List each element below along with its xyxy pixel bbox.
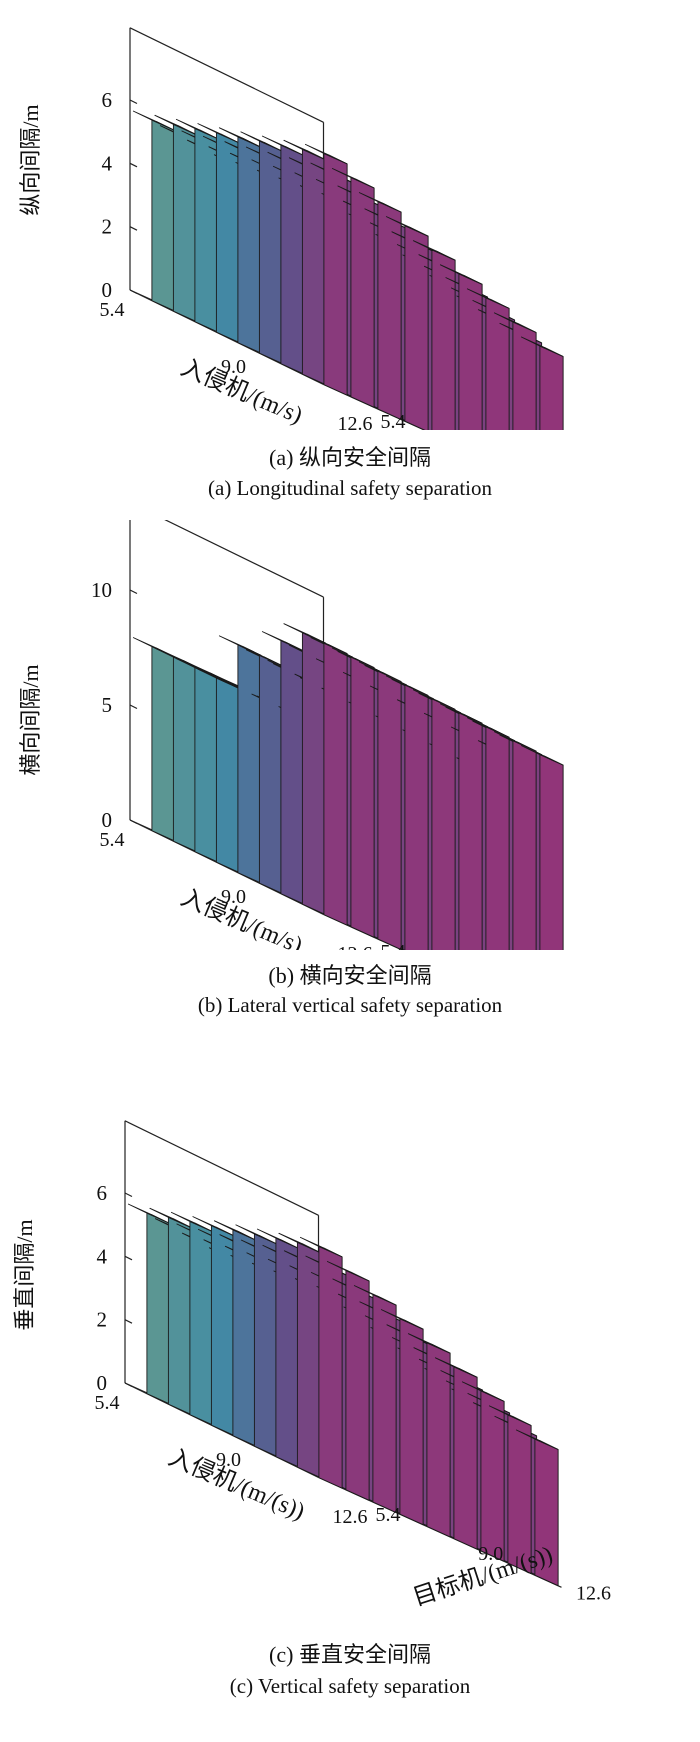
bar-8-3 (385, 675, 429, 950)
bar-8-7 (493, 731, 537, 950)
target-tick-label: 5.4 (381, 941, 406, 950)
target-tick-label: 5.4 (381, 411, 406, 430)
bar-8-3 (385, 216, 429, 430)
bar3d-chart-longitudinal: 0246纵向间隔/m5.49.012.6入侵机/(m/s)5.49.012.6目… (18, 27, 564, 430)
target-tick-label: 12.6 (576, 1582, 611, 1604)
bar-4-0 (213, 1220, 257, 1447)
bar-0-0 (132, 110, 176, 312)
bar-6-0 (261, 631, 305, 905)
bar-8-0 (299, 1236, 343, 1489)
bar-8-6 (461, 1381, 505, 1562)
z-axis-label: 纵向间隔/m (18, 104, 43, 215)
bar-2-0 (170, 1211, 214, 1426)
z-tick-label: 2 (97, 1308, 108, 1332)
bar-8-5 (439, 703, 483, 950)
bar-1-0 (149, 1207, 193, 1416)
bar-8-4 (407, 1333, 451, 1538)
target-tick-label: 5.4 (376, 1504, 401, 1526)
bar-5-0 (240, 645, 284, 895)
bars (132, 623, 564, 950)
z-tick-label: 4 (102, 151, 113, 175)
bar-3-0 (192, 1216, 236, 1437)
bar-3-0 (197, 668, 241, 874)
bar-8-0 (304, 633, 348, 926)
z-axis: 0 5 10 (91, 578, 138, 832)
bar-8-1 (331, 647, 375, 938)
z-axis: 0 2 4 6 (97, 1181, 133, 1395)
intruder-tick-label: 9.0 (216, 1449, 241, 1471)
intruder-tick-label: 12.6 (338, 943, 373, 950)
bar-0-0 (127, 1203, 171, 1405)
z-tick-label: 4 (97, 1244, 108, 1268)
z-tick-label: 10 (91, 578, 112, 602)
chart-panel-b: 0510横向间隔/m5.49.012.6入侵机/(m/s)5.49.012.6目… (0, 520, 700, 950)
bar-8-7 (488, 1405, 532, 1574)
z-tick-label: 6 (102, 88, 113, 112)
bar-6-0 (256, 1228, 300, 1468)
intruder-tick-label: 5.4 (100, 829, 125, 851)
bar-7-0 (283, 139, 327, 386)
z-tick-label: 6 (97, 1181, 108, 1205)
z-axis-label: 垂直间隔/m (12, 1219, 37, 1330)
bar-8-7 (493, 312, 537, 430)
bar-8-6 (466, 288, 510, 430)
bar-8-3 (380, 1309, 424, 1526)
z-axis-label: 横向间隔/m (18, 664, 43, 775)
bar-8-8 (520, 336, 564, 430)
bar-8-2 (358, 192, 402, 420)
bar-8-0 (304, 143, 348, 396)
bar-8-1 (331, 168, 375, 408)
bars (127, 1203, 559, 1587)
intruder-tick-label: 5.4 (100, 299, 125, 321)
caption-zh-b: (b) 横向安全间隔 (268, 963, 432, 988)
bar-8-8 (520, 745, 564, 950)
z-axis: 0 2 4 6 (102, 88, 138, 302)
bar-5-0 (240, 131, 284, 365)
bar-7-0 (283, 623, 327, 916)
z-tick-label: 0 (97, 1371, 108, 1395)
bar-8-8 (515, 1429, 559, 1587)
z-tick-label: 2 (102, 215, 113, 239)
bar-1-0 (154, 114, 198, 323)
bar-8-2 (353, 1285, 397, 1513)
intruder-tick-label: 9.0 (221, 356, 246, 378)
bar-8-2 (358, 661, 402, 950)
bar-8-1 (326, 1261, 370, 1501)
z-tick-label: 0 (102, 808, 113, 832)
intruder-tick-label: 12.6 (338, 413, 373, 430)
bar-7-0 (278, 1232, 322, 1479)
z-tick-label: 5 (102, 693, 113, 717)
bar3d-chart-vertical: 0246垂直间隔/m5.49.012.6入侵机/(m/(s))5.49.012.… (12, 1120, 611, 1611)
target-tick-label: 9.0 (478, 1543, 503, 1565)
caption-zh-c: (c) 垂直安全间隔 (269, 1642, 431, 1667)
intruder-tick-label: 9.0 (221, 886, 246, 908)
bar-3-0 (197, 123, 241, 344)
bar-0-0 (132, 637, 176, 842)
caption-zh-a: (a) 纵向安全间隔 (269, 445, 431, 470)
bar-8-5 (439, 264, 483, 430)
z-tick-label: 0 (102, 278, 113, 302)
bar-8-4 (412, 240, 456, 430)
intruder-tick-label: 12.6 (333, 1506, 368, 1528)
caption-en-c: (c) Vertical safety separation (229, 1674, 471, 1698)
bars (132, 110, 564, 430)
bar-2-0 (175, 118, 219, 333)
caption-en-a: (a) Longitudinal safety separation (208, 476, 492, 500)
chart-panel-a: 0246纵向间隔/m5.49.012.6入侵机/(m/s)5.49.012.6目… (0, 0, 700, 430)
intruder-tick-label: 5.4 (95, 1392, 120, 1414)
bar3d-chart-lateral: 0510横向间隔/m5.49.012.6入侵机/(m/s)5.49.012.6目… (18, 520, 564, 950)
caption-en-b: (b) Lateral vertical safety separation (197, 993, 503, 1017)
bar-8-4 (412, 689, 456, 950)
bar-8-5 (434, 1357, 478, 1550)
bar-8-6 (466, 717, 510, 950)
